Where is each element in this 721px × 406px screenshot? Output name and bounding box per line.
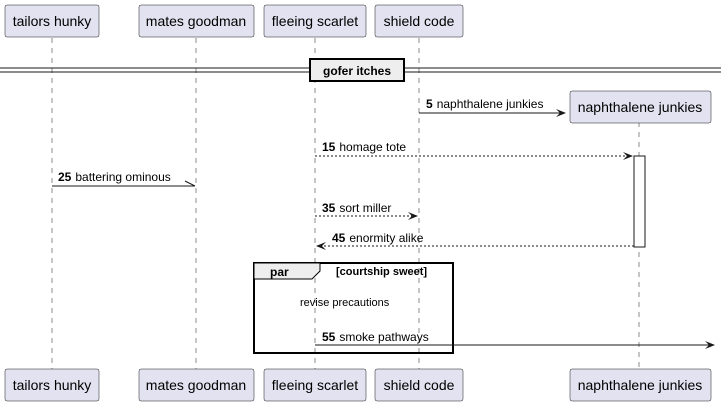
participant-label: fleeing scarlet bbox=[272, 377, 358, 393]
participant-fleeing-scarlet[interactable]: fleeing scarlet bbox=[263, 4, 367, 38]
participant-naphthalene-junkies-created[interactable]: naphthalene junkies bbox=[569, 90, 712, 124]
half-arrowhead-icon bbox=[184, 180, 196, 187]
divider: gofer itches bbox=[0, 58, 721, 82]
participant-mates-goodman-bottom[interactable]: mates goodman bbox=[138, 368, 255, 402]
activation-bar bbox=[633, 155, 646, 248]
arrowhead-icon bbox=[556, 109, 566, 117]
participant-label: tailors hunky bbox=[13, 377, 92, 393]
participant-label: naphthalene junkies bbox=[578, 99, 703, 115]
arrowhead-icon bbox=[705, 341, 715, 349]
participant-label: mates goodman bbox=[146, 13, 246, 29]
participant-label: shield code bbox=[384, 13, 455, 29]
fragment-frame bbox=[253, 262, 454, 354]
divider-label: gofer itches bbox=[323, 64, 391, 78]
participant-naphthalene-junkies-bottom[interactable]: naphthalene junkies bbox=[569, 368, 712, 402]
participant-label: tailors hunky bbox=[13, 13, 92, 29]
participant-mates-goodman[interactable]: mates goodman bbox=[138, 4, 255, 38]
participant-label: naphthalene junkies bbox=[578, 377, 703, 393]
arrowhead-icon bbox=[316, 242, 326, 250]
participant-label: mates goodman bbox=[146, 377, 246, 393]
participant-tailors-hunky-bottom[interactable]: tailors hunky bbox=[4, 368, 100, 402]
participants-bottom: tailors hunky mates goodman fleeing scar… bbox=[4, 368, 712, 402]
participant-label: shield code bbox=[384, 377, 455, 393]
participant-shield-code-bottom[interactable]: shield code bbox=[374, 368, 464, 402]
fragment-tab bbox=[253, 262, 321, 280]
par-fragment: par [courtship sweet] revise precautions bbox=[253, 262, 454, 354]
participants-top: tailors hunky mates goodman fleeing scar… bbox=[4, 4, 464, 38]
arrowhead-icon bbox=[408, 212, 418, 220]
fragment-operator: par bbox=[270, 265, 289, 279]
divider-box bbox=[309, 58, 405, 82]
participant-label: fleeing scarlet bbox=[272, 13, 358, 29]
participant-shield-code[interactable]: shield code bbox=[374, 4, 464, 38]
fragment-condition: [courtship sweet] bbox=[336, 266, 427, 278]
participant-tailors-hunky[interactable]: tailors hunky bbox=[4, 4, 100, 38]
arrowhead-icon bbox=[623, 152, 633, 160]
participant-fleeing-scarlet-bottom[interactable]: fleeing scarlet bbox=[263, 368, 367, 402]
fragment-note: revise precautions bbox=[300, 297, 390, 309]
